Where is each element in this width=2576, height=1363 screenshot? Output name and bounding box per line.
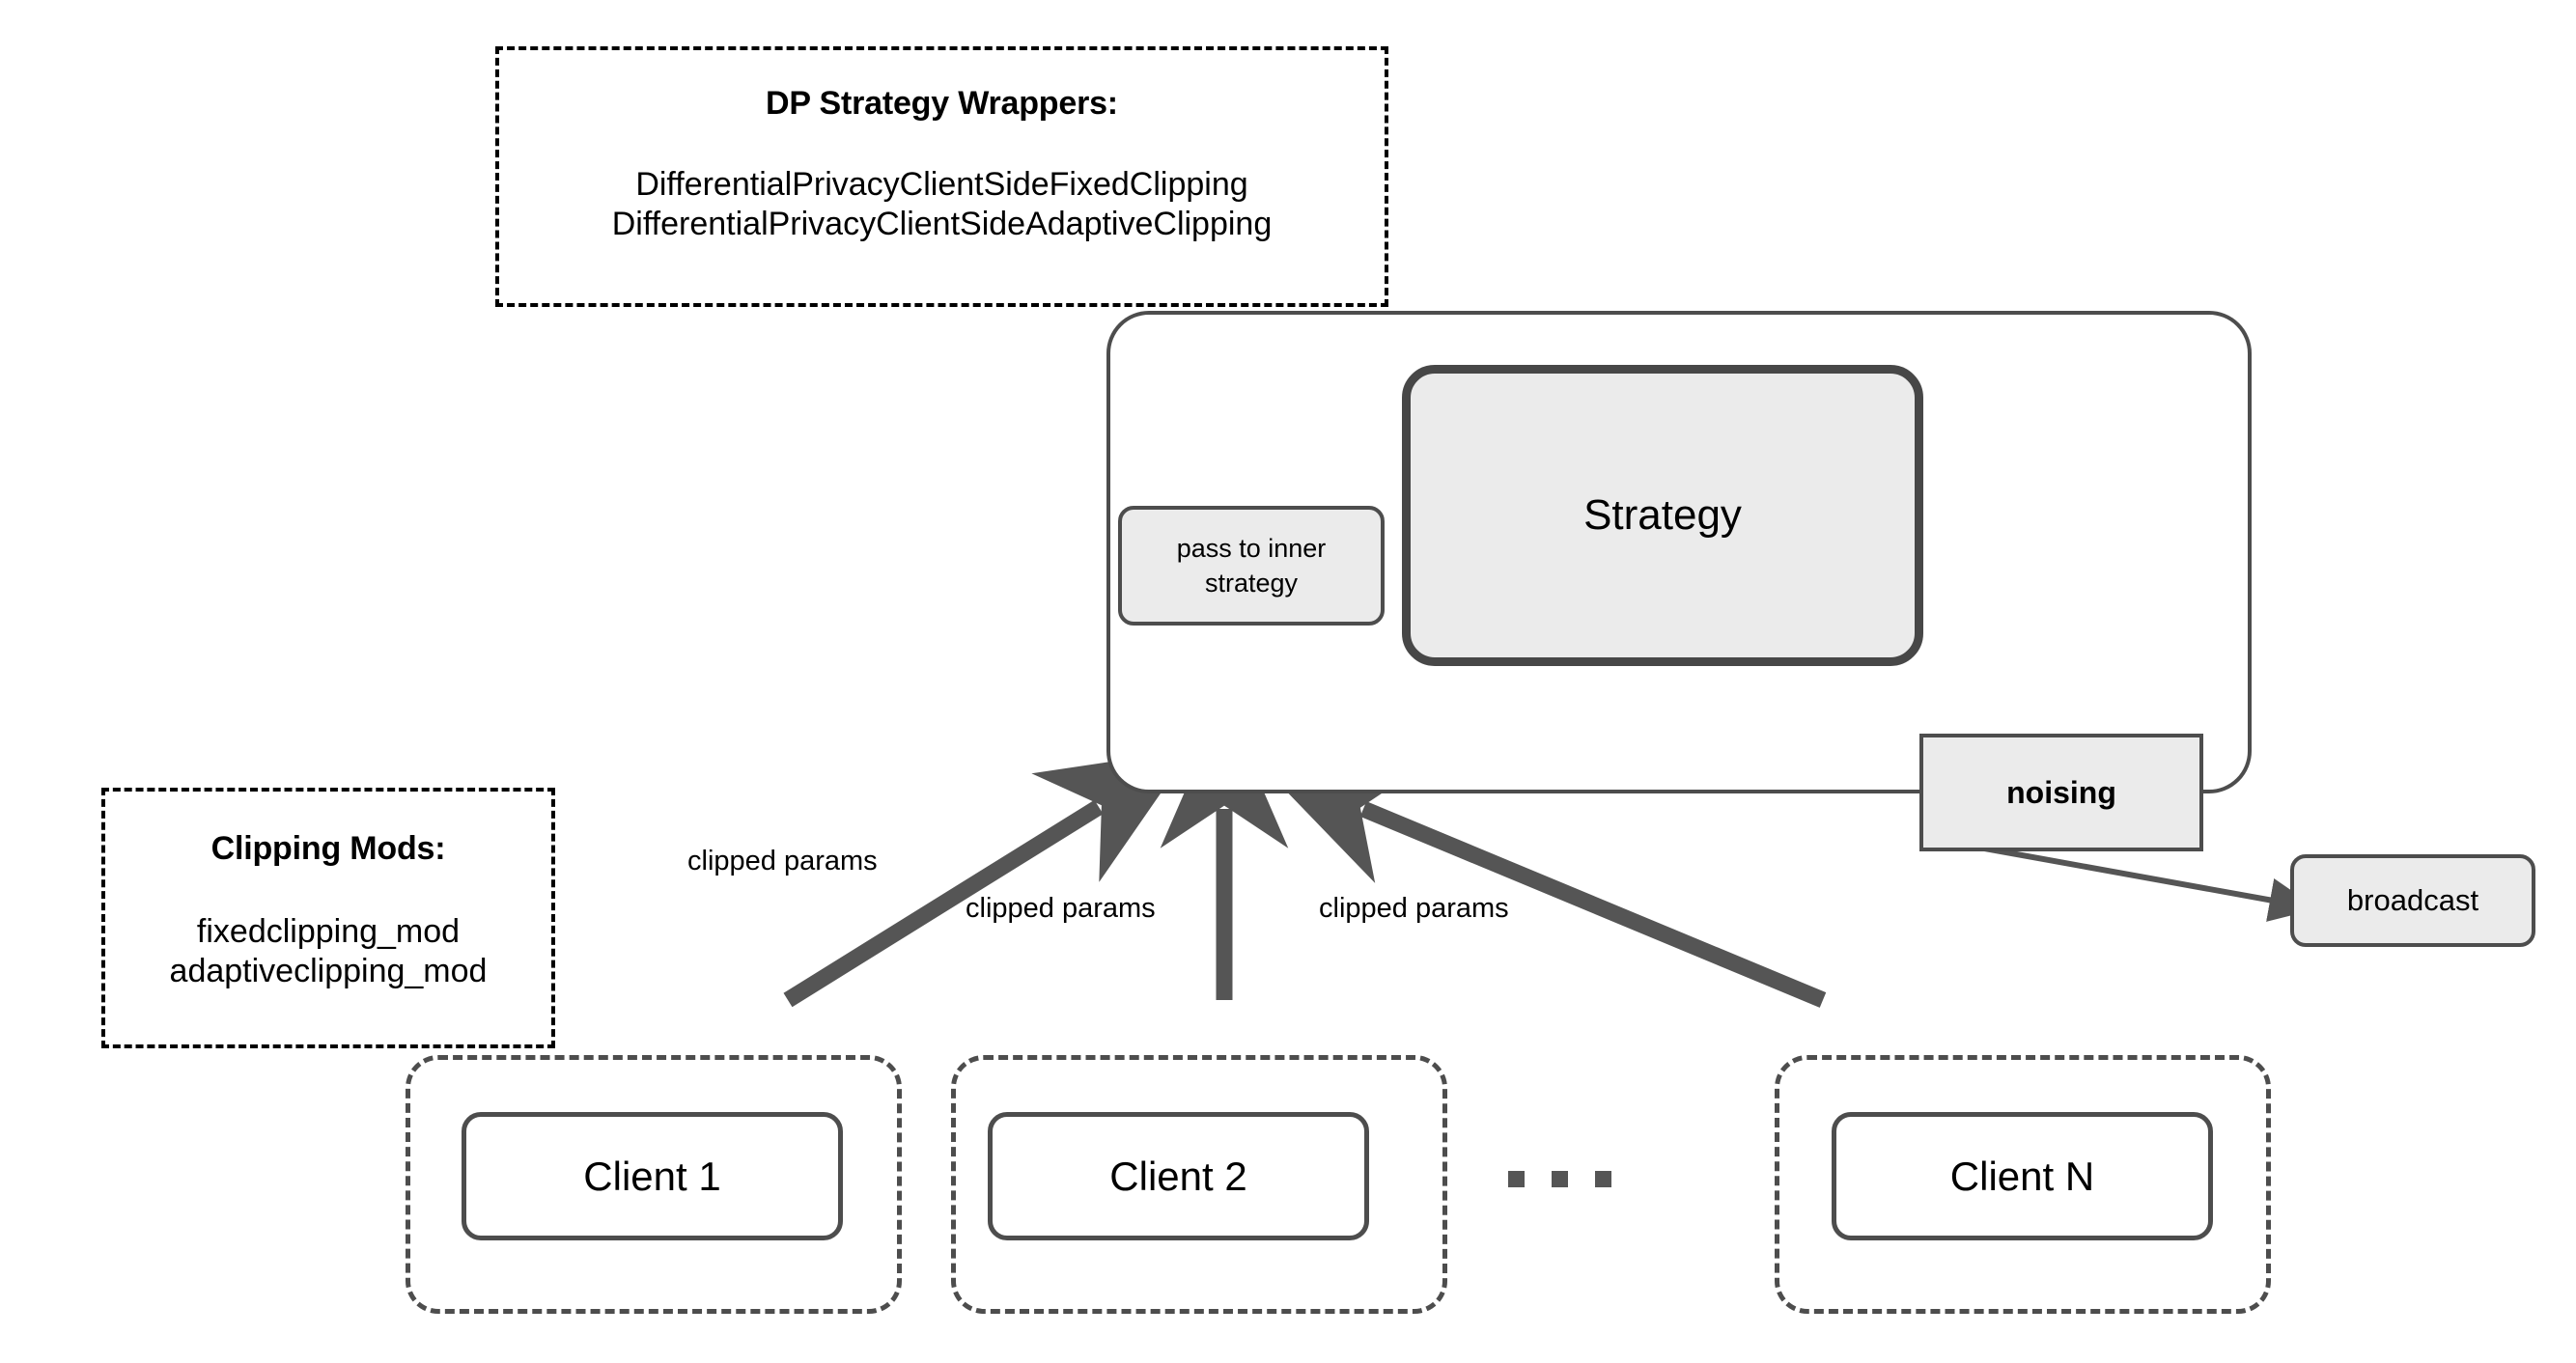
client-box-2[interactable]: Client 2 <box>988 1112 1369 1240</box>
noising-box[interactable]: noising <box>1919 734 2203 851</box>
broadcast-box[interactable]: broadcast <box>2290 854 2535 947</box>
edge-noising-to-broadcast <box>1978 845 2318 922</box>
client-label-1: Client 1 <box>583 1153 721 1199</box>
client-group-2 <box>951 1055 1447 1314</box>
client-label-n: Client N <box>1949 1153 2095 1199</box>
pass-to-inner-strategy-box[interactable]: pass to inner strategy <box>1118 506 1385 626</box>
client-group-n <box>1775 1055 2271 1314</box>
clipping-mods-annotation: Clipping Mods: fixedclipping_mod adaptiv… <box>101 788 555 1048</box>
clients-ellipsis <box>1508 1171 1611 1187</box>
dp-strategy-wrappers-annotation: DP Strategy Wrappers: DifferentialPrivac… <box>495 46 1388 307</box>
edge-label-clipped-params-1: clipped params <box>687 846 878 876</box>
broadcast-label: broadcast <box>2346 883 2479 918</box>
edge-label-clipped-params-3: clipped params <box>1319 893 1509 924</box>
ellipsis-dot-3 <box>1595 1171 1611 1187</box>
dp-strategy-wrappers-items: DifferentialPrivacyClientSideFixedClippi… <box>611 166 1273 243</box>
pass-to-inner-strategy-label: pass to inner strategy <box>1176 533 1327 598</box>
client-label-2: Client 2 <box>1109 1153 1247 1199</box>
dp-strategy-wrappers-title: DP Strategy Wrappers: <box>766 85 1118 122</box>
client-box-n[interactable]: Client N <box>1832 1112 2213 1240</box>
noising-label: noising <box>2006 774 2116 810</box>
ellipsis-dot-2 <box>1552 1171 1568 1187</box>
strategy-label: Strategy <box>1583 491 1742 539</box>
strategy-box[interactable]: Strategy <box>1402 365 1923 666</box>
clipping-mods-title: Clipping Mods: <box>210 830 446 867</box>
ellipsis-dot-1 <box>1508 1171 1525 1187</box>
client-box-1[interactable]: Client 1 <box>462 1112 843 1240</box>
client-group-1 <box>406 1055 902 1314</box>
edge-label-clipped-params-2: clipped params <box>966 893 1156 924</box>
clipping-mods-items: fixedclipping_mod adaptiveclipping_mod <box>169 913 488 990</box>
